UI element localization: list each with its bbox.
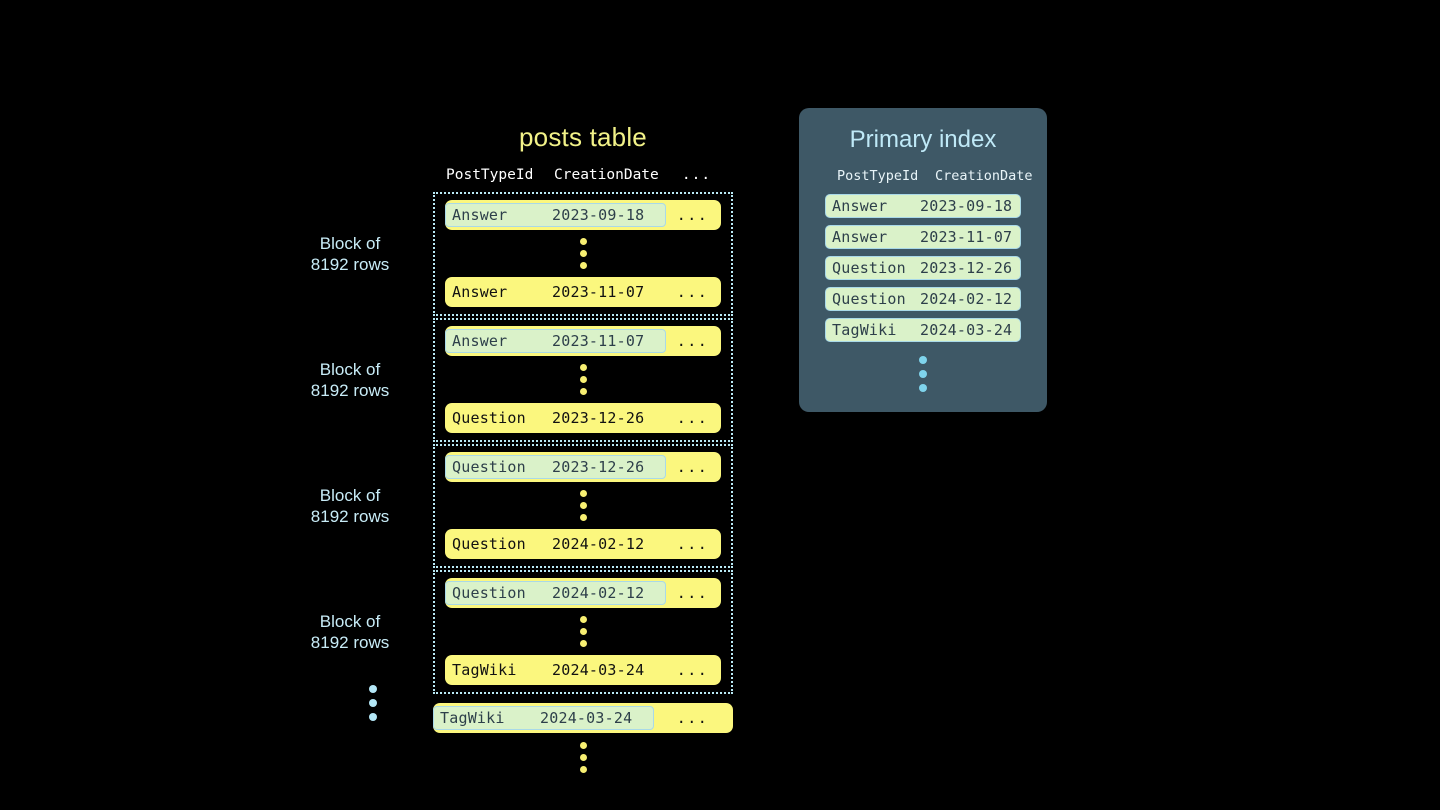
row-cellpair: TagWiki 2024-03-24	[433, 706, 654, 730]
table-row-trailing: TagWiki 2024-03-24 ...	[433, 703, 733, 733]
cell-more: ...	[676, 332, 709, 350]
cell-posttypeid: Question	[832, 259, 906, 277]
cell-more: ...	[676, 661, 709, 679]
cell-creationdate: 2024-02-12	[552, 584, 645, 602]
cell-more: ...	[676, 709, 709, 727]
cell-creationdate: 2024-03-24	[540, 709, 633, 727]
table-row: TagWiki 2024-03-24 ...	[445, 655, 721, 685]
table-row: Answer 2023-09-18 ...	[445, 200, 721, 230]
cell-posttypeid: TagWiki	[452, 661, 517, 679]
primary-index-column-headers: PostTypeId CreationDate	[813, 168, 1033, 184]
cell-creationdate: 2023-12-26	[919, 259, 1013, 277]
data-block-1: Block of 8192 rows Answer 2023-09-18 ...…	[311, 192, 733, 316]
cell-creationdate: 2023-09-18	[552, 206, 645, 224]
row-ellipsis-icon	[445, 482, 721, 529]
cell-more: ...	[676, 458, 709, 476]
index-row: Answer 2023-09-18	[825, 194, 1021, 218]
data-block-4: Block of 8192 rows Question 2024-02-12 .…	[311, 570, 733, 694]
cell-more: ...	[676, 535, 709, 553]
cell-posttypeid: Answer	[452, 206, 508, 224]
row-cellpair: Answer 2023-09-18	[445, 203, 666, 227]
cell-posttypeid: Question	[452, 458, 526, 476]
row-ellipsis-icon	[445, 230, 721, 277]
index-column-header-creationdate: CreationDate	[935, 168, 1033, 184]
index-row: Question 2024-02-12	[825, 287, 1021, 311]
row-ellipsis-icon	[445, 608, 721, 655]
table-row: Question 2024-02-12 ...	[445, 578, 721, 608]
column-header-posttypeid: PostTypeId	[446, 167, 534, 183]
cell-creationdate: 2024-02-12	[552, 535, 645, 553]
table-row: Answer 2023-11-07 ...	[445, 277, 721, 307]
row-cellpair: Answer 2023-11-07	[445, 280, 666, 304]
cell-creationdate: 2024-03-24	[919, 321, 1013, 339]
cell-creationdate: 2023-12-26	[552, 458, 645, 476]
cell-creationdate: 2023-11-07	[552, 332, 645, 350]
posts-table-group: posts table PostTypeId CreationDate ... …	[311, 120, 733, 781]
posts-table-title: posts table	[519, 122, 647, 152]
cell-creationdate: 2023-11-07	[919, 228, 1013, 246]
table-row: Question 2023-12-26 ...	[445, 403, 721, 433]
cell-creationdate: 2023-12-26	[552, 409, 645, 427]
index-ellipsis-icon	[813, 349, 1033, 392]
column-header-more: ...	[681, 167, 712, 183]
table-row: Answer 2023-11-07 ...	[445, 326, 721, 356]
cell-creationdate: 2024-03-24	[552, 661, 645, 679]
index-column-header-posttypeid: PostTypeId	[837, 168, 919, 184]
data-block-2: Block of 8192 rows Answer 2023-11-07 ...…	[311, 318, 733, 442]
cell-posttypeid: Question	[452, 584, 526, 602]
row-cellpair: Question 2024-02-12	[445, 581, 666, 605]
cell-more: ...	[676, 409, 709, 427]
row-cellpair: TagWiki 2024-03-24	[445, 658, 666, 682]
row-cellpair: Question 2024-02-12	[445, 532, 666, 556]
cell-posttypeid: TagWiki	[832, 321, 897, 339]
cell-posttypeid: Question	[452, 409, 526, 427]
row-ellipsis-icon	[445, 356, 721, 403]
blocks-continue-ellipsis-icon	[369, 685, 377, 721]
column-header-creationdate: CreationDate	[554, 167, 659, 183]
cell-posttypeid: TagWiki	[440, 709, 505, 727]
primary-index-panel: Primary index PostTypeId CreationDate An…	[799, 108, 1047, 412]
table-row: Question 2023-12-26 ...	[445, 452, 721, 482]
cell-posttypeid: Question	[832, 290, 906, 308]
table-tail-ellipsis-icon	[433, 733, 733, 781]
cell-more: ...	[676, 206, 709, 224]
cell-posttypeid: Question	[452, 535, 526, 553]
cell-creationdate: 2023-11-07	[552, 283, 645, 301]
cell-posttypeid: Answer	[832, 197, 888, 215]
cell-more: ...	[676, 283, 709, 301]
cell-posttypeid: Answer	[832, 228, 888, 246]
posts-table-column-headers: PostTypeId CreationDate ...	[433, 164, 733, 186]
index-row: TagWiki 2024-03-24	[825, 318, 1021, 342]
block-label-2: Block of 8192 rows	[310, 360, 390, 400]
row-cellpair: Answer 2023-11-07	[445, 329, 666, 353]
row-cellpair: Question 2023-12-26	[445, 406, 666, 430]
data-block-3: Block of 8192 rows Question 2023-12-26 .…	[311, 444, 733, 568]
cell-creationdate: 2023-09-18	[919, 197, 1013, 215]
index-row: Answer 2023-11-07	[825, 225, 1021, 249]
primary-index-title: Primary index	[849, 126, 997, 153]
block-label-4: Block of 8192 rows	[310, 612, 390, 652]
table-row: Question 2024-02-12 ...	[445, 529, 721, 559]
cell-posttypeid: Answer	[452, 332, 508, 350]
cell-more: ...	[676, 584, 709, 602]
cell-posttypeid: Answer	[452, 283, 508, 301]
block-label-3: Block of 8192 rows	[310, 486, 390, 526]
block-label-1: Block of 8192 rows	[310, 234, 390, 274]
index-row: Question 2023-12-26	[825, 256, 1021, 280]
cell-creationdate: 2024-02-12	[919, 290, 1013, 308]
row-cellpair: Question 2023-12-26	[445, 455, 666, 479]
